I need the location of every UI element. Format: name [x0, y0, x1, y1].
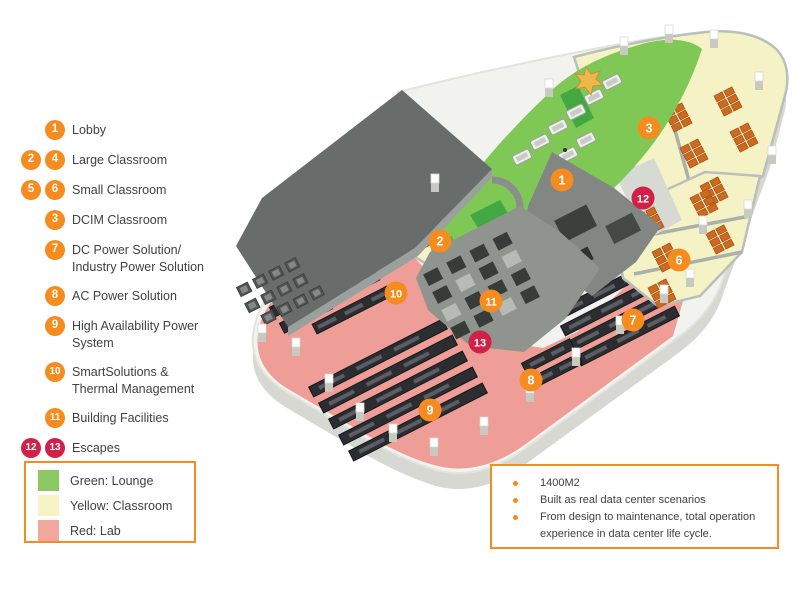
legend-item-10: 10 SmartSolutions &Thermal Management	[21, 362, 226, 398]
zone-legend-item: Green: Lounge	[38, 470, 184, 491]
lab-zone	[257, 237, 689, 469]
zone-swatch	[38, 520, 59, 541]
legend-badge-5: 5	[21, 180, 41, 200]
legend-label: AC Power Solution	[72, 289, 177, 303]
legend-badge-7: 7	[45, 240, 65, 260]
legend-badge-1: 1	[45, 120, 65, 140]
map-marker-12: 12	[631, 186, 655, 210]
legend-badge-10: 10	[45, 362, 65, 382]
legend-badge-13: 13	[45, 438, 65, 458]
legend-item-7: 7 DC Power Solution/Industry Power Soluti…	[21, 240, 226, 276]
legend-badge-group: 11	[21, 408, 65, 428]
map-marker-11: 11	[479, 289, 503, 313]
legend-item-11: 11 Building Facilities	[21, 408, 226, 428]
legend-badge-group: 3	[21, 210, 65, 230]
zone-label: Red: Lab	[70, 523, 121, 538]
info-bullet-item: From design to maintenance, total operat…	[492, 509, 771, 543]
map-marker-6: 6	[667, 248, 691, 272]
map-marker-1: 1	[550, 168, 574, 192]
legend-badge-3: 3	[45, 210, 65, 230]
legend-badge-group: 9	[21, 316, 65, 336]
svg-text:3: 3	[646, 121, 653, 135]
map-marker-2: 2	[428, 229, 452, 253]
map-marker-9: 9	[418, 398, 442, 422]
svg-text:8: 8	[528, 373, 535, 387]
legend-label: SmartSolutions &Thermal Management	[72, 365, 195, 396]
zone-label: Yellow: Classroom	[70, 498, 173, 513]
svg-text:11: 11	[485, 296, 497, 308]
roof	[236, 90, 492, 336]
legend-badge-6: 6	[45, 180, 65, 200]
legend-label: DCIM Classroom	[72, 213, 168, 227]
legend-label: Escapes	[72, 441, 120, 455]
map-marker-10: 10	[384, 281, 408, 305]
legend-badge-group: 8	[21, 286, 65, 306]
legend-badge-11: 11	[45, 408, 65, 428]
svg-text:6: 6	[676, 253, 683, 267]
map-marker-13: 13	[468, 330, 492, 354]
legend-badge-group: 7	[21, 240, 65, 260]
map-marker-8: 8	[519, 368, 543, 392]
legend-label: Lobby	[72, 123, 107, 137]
legend-item-3: 3 DCIM Classroom	[21, 210, 226, 230]
legend-item-1: 1 Lobby	[21, 120, 226, 140]
legend-label: Small Classroom	[72, 183, 167, 197]
svg-text:13: 13	[474, 337, 486, 349]
zone-legend-item: Red: Lab	[38, 520, 184, 541]
info-bullet-item: 1400M2	[492, 475, 771, 492]
curved-sofa	[491, 176, 524, 209]
svg-text:2: 2	[437, 234, 444, 248]
info-bullet-item: Built as real data center scenarios	[492, 492, 771, 509]
legend-badge-2: 2	[21, 150, 41, 170]
zone-label: Green: Lounge	[70, 473, 154, 488]
svg-text:12: 12	[637, 193, 649, 205]
zone-legend-item: Yellow: Classroom	[38, 495, 184, 516]
svg-text:7: 7	[630, 313, 637, 327]
legend-badge-12: 12	[21, 438, 41, 458]
legend-label: Building Facilities	[72, 411, 169, 425]
legend-label: Large Classroom	[72, 153, 168, 167]
map-marker-7: 7	[621, 308, 645, 332]
legend-item-8: 8 AC Power Solution	[21, 286, 226, 306]
zone-swatch	[38, 495, 59, 516]
svg-text:10: 10	[390, 288, 402, 300]
legend-badge-9: 9	[45, 316, 65, 336]
legend-label: DC Power Solution/Industry Power Solutio…	[72, 243, 205, 274]
compass-ornament	[573, 65, 605, 97]
svg-text:9: 9	[427, 403, 434, 417]
legend-badge-group: 10	[21, 362, 65, 382]
legend-badge-group: 1	[21, 120, 65, 140]
map-marker-3: 3	[637, 116, 661, 140]
legend-badge-8: 8	[45, 286, 65, 306]
svg-text:1: 1	[559, 173, 566, 187]
zone-swatch	[38, 470, 59, 491]
legend-badge-4: 4	[45, 150, 65, 170]
